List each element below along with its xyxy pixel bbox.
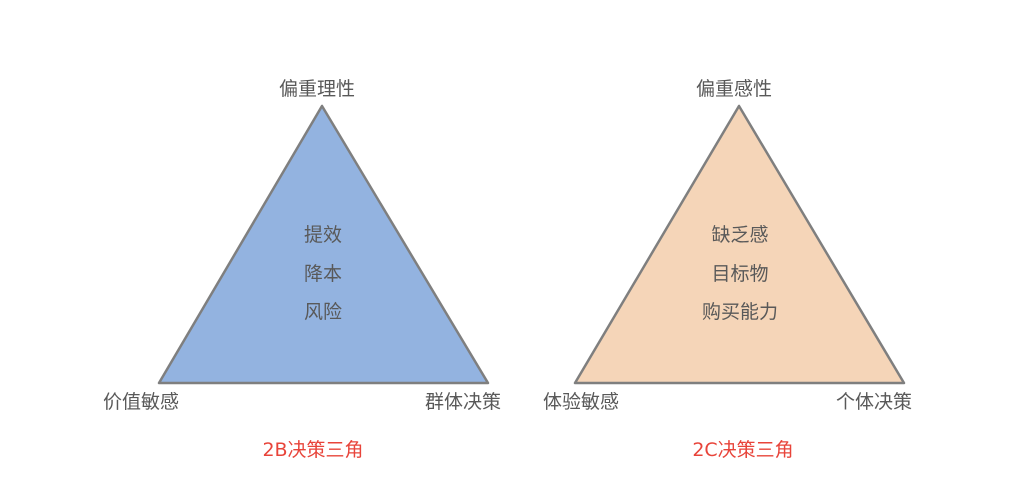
b2b-inner-item-3: 风险: [303, 301, 342, 323]
b2c-top-label: 偏重感性: [696, 78, 773, 100]
b2c-triangle: [573, 104, 906, 385]
b2b-caption: 2B决策三角: [262, 439, 364, 461]
b2b-left-label: 价值敏感: [103, 391, 180, 413]
b2c-inner-item-1: 缺乏感: [711, 224, 769, 246]
b2c-right-label: 个体决策: [836, 391, 913, 413]
b2b-inner-item-1: 提效: [303, 224, 342, 246]
b2b-right-label: 群体决策: [425, 391, 502, 413]
b2c-caption: 2C决策三角: [692, 439, 794, 461]
b2c-inner-item-3: 购买能力: [701, 301, 778, 323]
b2b-triangle: [157, 104, 490, 385]
b2b-top-label: 偏重理性: [279, 78, 356, 100]
b2c-left-label: 体验敏感: [543, 391, 620, 413]
b2c-inner-item-2: 目标物: [711, 263, 769, 285]
b2b-inner-item-2: 降本: [303, 263, 342, 285]
